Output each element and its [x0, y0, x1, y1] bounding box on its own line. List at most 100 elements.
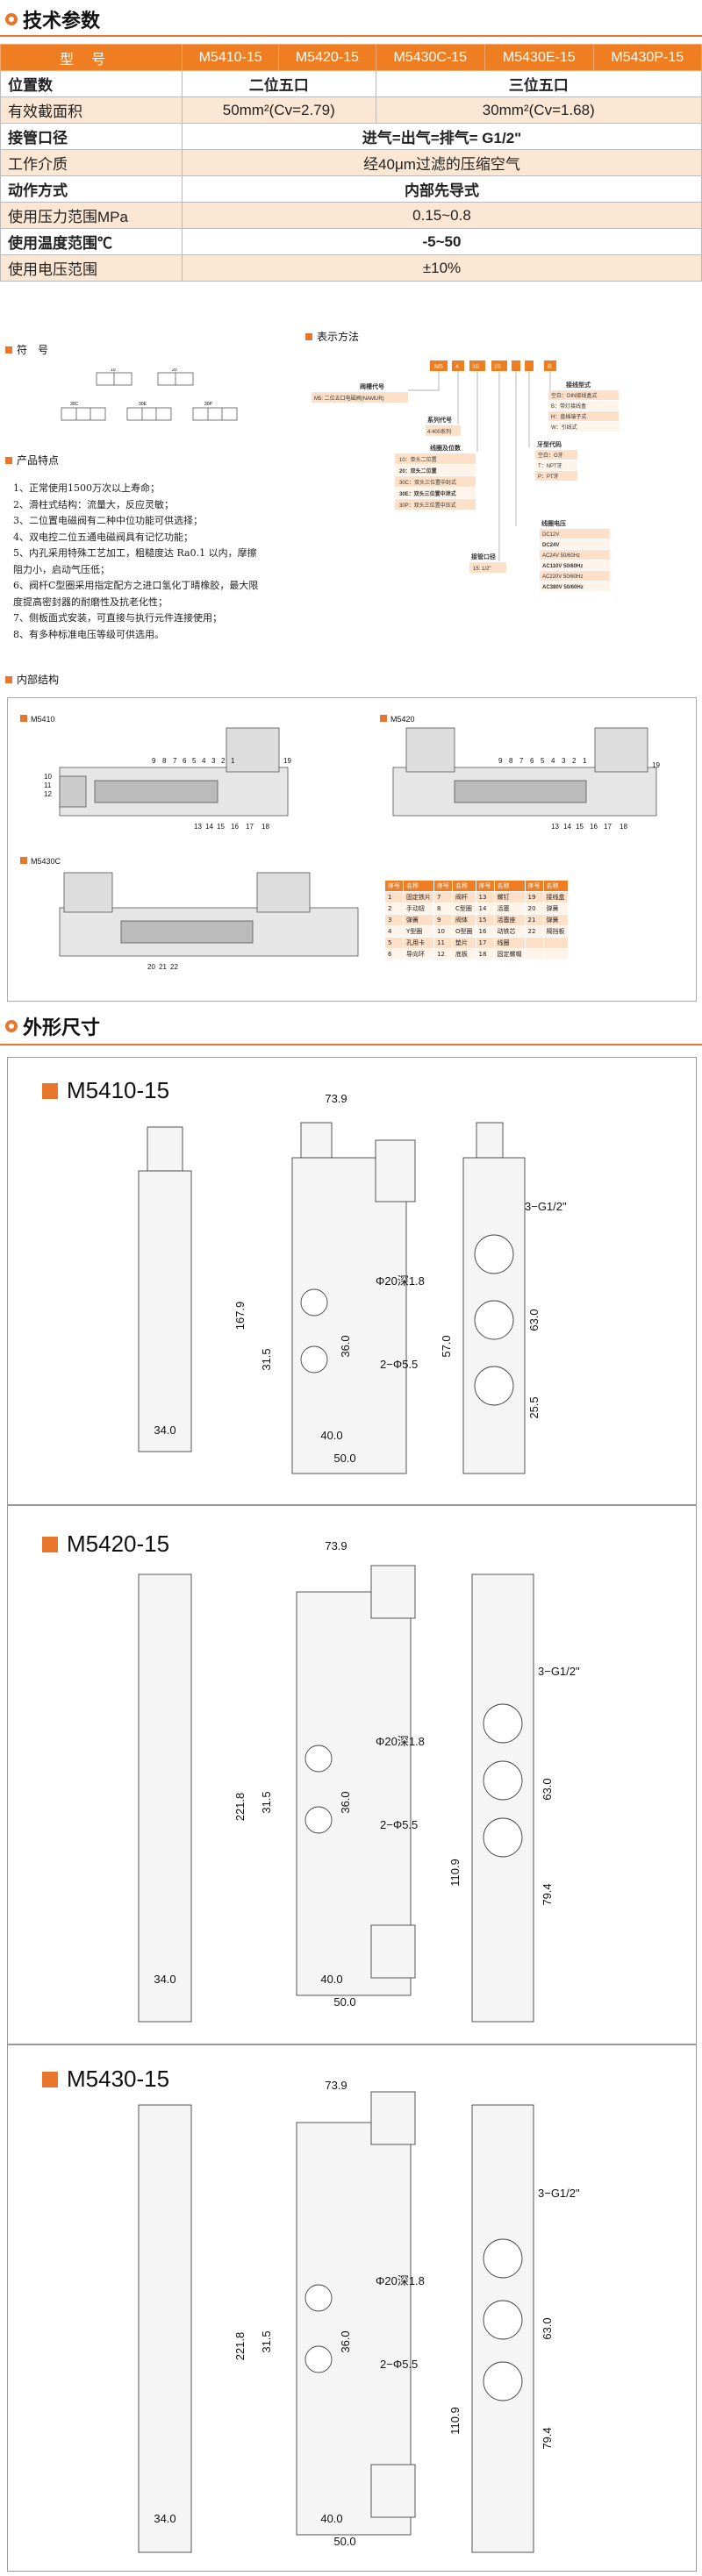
callout: 7: [173, 757, 177, 765]
parts-header: 名称: [403, 880, 434, 892]
spec-row: 接管口径 进气=出气=排气= G1/2": [0, 123, 702, 150]
symbol-label: 20: [172, 368, 177, 373]
model-label: M5420-15: [42, 1531, 169, 1558]
parts-cell: 底板: [452, 948, 476, 960]
parts-cell: 活塞座: [493, 914, 526, 926]
callout: 1: [231, 757, 235, 765]
spec-row: 工作介质 经40μm过滤的压缩空气: [0, 149, 702, 176]
spec-label: 使用温度范围℃: [0, 228, 183, 255]
parts-header: 名称: [493, 880, 526, 892]
callout: 2: [221, 757, 226, 765]
spec-header-row: 型号 M5410-15 M5420-15 M5430C-15 M5430E-15…: [0, 44, 702, 71]
dim-r1: 63.0: [541, 1778, 554, 1800]
ordering-text: AC220V 50/60Hz: [542, 574, 583, 580]
dim-d2: 36.0: [339, 1791, 352, 1813]
parts-cell: 接线盒: [542, 891, 569, 903]
section-bullet-icon: [5, 675, 12, 683]
parts-cell: 5: [384, 937, 404, 949]
parts-cell: 14: [475, 903, 495, 915]
dim-height-total: 167.9: [233, 1302, 247, 1331]
parts-cell: 螺钉: [493, 891, 526, 903]
parts-header: 名称: [542, 880, 569, 892]
dim-r3: 25.5: [527, 1396, 541, 1418]
parts-cell: 线圈: [493, 937, 526, 949]
callout: 10: [44, 773, 52, 781]
dim-screw: 2−Φ5.5: [380, 1358, 418, 1371]
code-box: 10: [472, 364, 479, 370]
spec-value: 内部先导式: [182, 175, 702, 203]
parts-cell: 4: [384, 925, 404, 938]
ordering-text: 4:400系列: [427, 428, 451, 435]
feature-item: 2、滑柱式结构：流量大，反应灵敏；: [13, 498, 174, 510]
ordering-text: 30E：双头三位置中泄式: [399, 490, 456, 497]
symbol-header: 符 号: [5, 342, 48, 357]
dim-width-side: 34.0: [154, 1973, 176, 1986]
drawing-m5410: 73.9 167.9 Φ20深1.8 31.5 36.0 2−Φ5.5 40.0…: [138, 1092, 567, 1474]
ordering-text: T：NPT牙: [538, 463, 562, 469]
spec-value: 三位五口: [375, 70, 702, 97]
callout: 1: [583, 757, 587, 765]
spec-label: 使用电压范围: [0, 254, 183, 282]
dim-r3: 79.4: [541, 1883, 554, 1905]
dim-panel-m5410: [7, 1057, 697, 1506]
dim-screw: 2−Φ5.5: [380, 1818, 418, 1831]
callout: 17: [246, 823, 254, 831]
section-title: 表示方法: [317, 331, 360, 343]
dim-height-total: 221.8: [233, 2332, 247, 2361]
callout: 9: [152, 757, 156, 765]
dim-width-bottom1: 40.0: [320, 2512, 342, 2525]
callout: 22: [170, 963, 178, 971]
parts-header: 序号: [433, 880, 453, 892]
callout: 14: [205, 823, 213, 831]
code-box: M5: [434, 364, 443, 370]
spec-table: 型号 M5410-15 M5420-15 M5430C-15 M5430E-15…: [0, 44, 702, 282]
callout: 4: [551, 757, 555, 765]
ordering-text: AC24V 50/60Hz: [542, 553, 580, 559]
spec-label: 接管口径: [0, 123, 183, 150]
callout: 18: [620, 823, 627, 831]
parts-cell: 8: [433, 903, 453, 915]
parts-cell: 22: [524, 925, 544, 938]
model-name: M5410-15: [67, 1077, 170, 1103]
dim-width-top: 73.9: [325, 2079, 347, 2092]
parts-cell: 弹簧: [542, 903, 569, 915]
dim-width-side: 34.0: [154, 2512, 176, 2525]
parts-cell: 2: [384, 903, 404, 915]
callout: 17: [604, 823, 612, 831]
parts-header: 序号: [475, 880, 495, 892]
parts-cell: 10: [433, 925, 453, 938]
ordering-text: H：直插端子式: [551, 413, 586, 420]
ordering-text: B：带灯接线盒: [551, 403, 586, 410]
parts-cell: 垫片: [452, 937, 476, 949]
parts-cell: 固定螺帽: [493, 948, 526, 960]
parts-cell: 17: [475, 937, 495, 949]
spec-row: 位置数 二位五口 三位五口: [0, 70, 702, 97]
internal-drawings: M5410 M5420 M5430C 9 8 7 6 5 4 3 2 1 10 …: [20, 715, 660, 971]
dim-width-bottom1: 40.0: [320, 1973, 342, 1986]
ordering-title: 线圈电压: [541, 519, 566, 527]
section-bullet-icon: [5, 13, 18, 25]
internal-label: M5410: [31, 715, 55, 724]
ordering-text: 10：单头二位置: [399, 456, 437, 463]
callout: 14: [563, 823, 571, 831]
feature-item: 阻力小，启动气压低；: [13, 563, 110, 575]
parts-cell: 20: [524, 903, 544, 915]
spec-value: 50mm²(Cv=2.79): [182, 96, 376, 124]
drawing-m5420: 73.9 221.8 Φ20深1.8 31.5 36.0 2−Φ5.5 40.0…: [138, 1539, 580, 2023]
ordering-text: 15: 1/2": [473, 567, 491, 572]
symbol-label: 10: [111, 368, 116, 373]
dim-thread: 3−G1/2": [538, 2187, 580, 2200]
ordering-text: W：引线式: [551, 424, 577, 431]
section-title: 产品特点: [17, 454, 60, 467]
parts-cell: 孔用卡: [403, 937, 434, 949]
divider: [0, 1044, 702, 1045]
callout: 13: [551, 823, 559, 831]
ordering-text: AC380V 50/60Hz: [542, 585, 584, 590]
internal-header: 内部结构: [5, 672, 59, 687]
callout: 18: [261, 823, 269, 831]
ordering-text: 30C：双头三位置中封式: [399, 479, 456, 486]
spec-model: M5430P-15: [592, 44, 702, 71]
parts-cell: O型圈: [452, 925, 476, 938]
parts-cell: 16: [475, 925, 495, 938]
dim-d2: 36.0: [339, 2330, 352, 2352]
